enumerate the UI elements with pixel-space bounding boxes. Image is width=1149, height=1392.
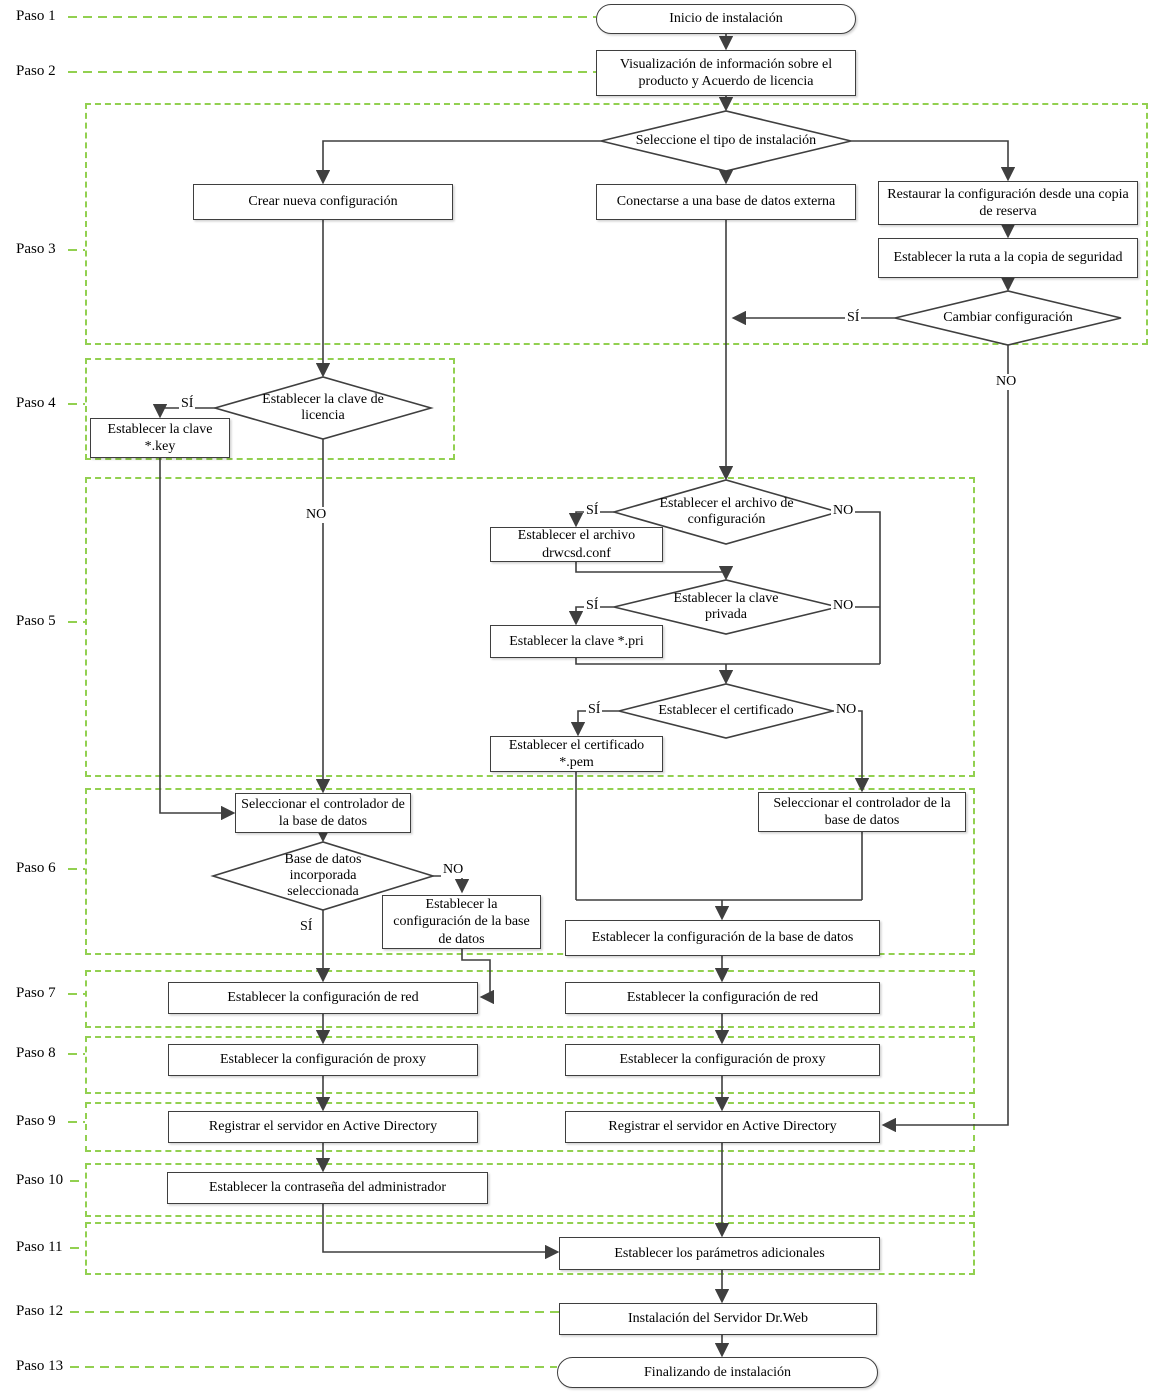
diamond-private-key-label: Establecer la clave privada	[673, 590, 779, 622]
edge-select-create	[315, 140, 601, 185]
group-step9-outline	[85, 1102, 975, 1152]
diamond-select-install-type-shape	[600, 110, 852, 172]
group-step3-outline	[85, 103, 1148, 345]
edge-certq-yes	[570, 710, 619, 737]
group-step11-outline	[85, 1222, 975, 1275]
node-backup-path: Establecer la ruta a la copia de segurid…	[878, 238, 1138, 278]
node-license-key-file: Establecer la clave *.key	[90, 418, 230, 458]
edge-configfileq-no	[838, 511, 881, 664]
diamond-embedded-db-label: Base de datos incorporada seleccionada	[284, 851, 362, 900]
step7-leader-line	[68, 993, 85, 995]
label-no-license-key: NO	[304, 507, 329, 523]
step5-leader-line	[68, 621, 85, 623]
label-yes-config-file: SÍ	[584, 503, 601, 519]
node-start: Inicio de instalación	[596, 4, 856, 34]
step-label-5: Paso 5	[16, 613, 56, 629]
step8-leader-line	[68, 1053, 85, 1055]
node-config-file: Establecer el archivo drwcsd.conf	[490, 527, 663, 562]
step-label-4: Paso 4	[16, 395, 56, 411]
label-yes-embedded-db: SÍ	[298, 919, 315, 935]
step-label-6: Paso 6	[16, 860, 56, 876]
step-label-12: Paso 12	[16, 1303, 64, 1319]
edge-changeq-no	[881, 345, 1009, 1133]
diamond-change-config-shape	[894, 290, 1122, 346]
group-step5-outline	[85, 477, 975, 777]
node-network-config-left: Establecer la configuración de red	[168, 982, 478, 1014]
step-label-1: Paso 1	[16, 8, 56, 24]
edge-keyfile-driver	[159, 458, 236, 821]
diamond-certificate-shape	[618, 683, 834, 739]
node-create-new-config: Crear nueva configuración	[193, 184, 453, 220]
node-connect-external-db: Conectarse a una base de datos externa	[596, 184, 856, 220]
node-select-db-driver-right: Seleccionar el controlador de la base de…	[758, 792, 966, 832]
edge-licenseq-yes	[152, 404, 215, 419]
node-proxy-config-left: Establecer la configuración de proxy	[168, 1044, 478, 1076]
label-yes-private-key: SÍ	[584, 598, 601, 614]
node-db-config-main: Establecer la configuración de la base d…	[565, 920, 880, 956]
node-register-ad-center: Registrar el servidor en Active Director…	[565, 1111, 880, 1143]
step-label-11: Paso 11	[16, 1239, 63, 1255]
edge-prifile-merge	[575, 658, 880, 665]
step-label-10: Paso 10	[16, 1172, 64, 1188]
group-step4-outline	[85, 358, 455, 460]
diamond-license-key-shape	[212, 376, 434, 440]
label-no-private-key: NO	[831, 598, 856, 614]
edge-configfile-privatekeyq	[575, 562, 734, 581]
group-step10-outline	[85, 1163, 975, 1217]
node-restore-backup: Restaurar la configuración desde una cop…	[878, 181, 1138, 225]
node-register-ad-left: Registrar el servidor en Active Director…	[168, 1111, 478, 1143]
node-product-info: Visualización de información sobre el pr…	[596, 50, 856, 96]
node-additional-params: Establecer los parámetros adicionales	[559, 1237, 880, 1270]
edge-certq-no	[833, 710, 870, 793]
group-step7-outline	[85, 970, 975, 1028]
node-proxy-config-center: Establecer la configuración de proxy	[565, 1044, 880, 1076]
step6-leader-line	[68, 868, 85, 870]
step13-leader-line	[70, 1366, 557, 1368]
node-select-db-driver-left: Seleccionar el controlador de la base de…	[235, 793, 411, 833]
step-label-7: Paso 7	[16, 985, 56, 1001]
step3-leader-line	[68, 249, 85, 251]
node-network-config-center: Establecer la configuración de red	[565, 982, 880, 1014]
node-db-config-branch: Establecer la configuración de la base d…	[382, 895, 541, 949]
edge-password-params	[322, 1204, 560, 1260]
label-no-change-config: NO	[994, 374, 1019, 390]
step-label-13: Paso 13	[16, 1358, 64, 1374]
diamond-certificate-label: Establecer el certificado	[658, 702, 794, 718]
edge-privatekeyq-yes	[568, 606, 614, 626]
step-label-3: Paso 3	[16, 241, 56, 257]
edge-configfileq-yes	[568, 511, 614, 528]
diamond-config-file-label: Establecer el archivo de configuración	[659, 495, 794, 527]
label-no-config-file: NO	[831, 503, 856, 519]
label-no-embedded-db: NO	[441, 862, 466, 878]
edge-select-restore	[851, 140, 1016, 182]
step12-leader-line	[70, 1311, 559, 1313]
node-certificate-file: Establecer el certificado *.pem	[490, 736, 663, 772]
label-yes-certificate: SÍ	[586, 702, 603, 718]
diamond-change-config-label: Cambiar configuración	[943, 309, 1073, 325]
step10-leader-line	[70, 1180, 85, 1182]
step-label-2: Paso 2	[16, 63, 56, 79]
diamond-select-install-type-label: Seleccione el tipo de instalación	[635, 132, 817, 148]
step4-leader-line	[68, 403, 85, 405]
label-no-certificate: NO	[834, 702, 859, 718]
label-yes-license-key: SÍ	[179, 396, 196, 412]
step-label-9: Paso 9	[16, 1113, 56, 1129]
diamond-license-key-label: Establecer la clave de licencia	[262, 391, 384, 423]
step11-leader-line	[70, 1247, 85, 1249]
edge-embeddedq-no	[433, 875, 470, 894]
step2-leader-line	[68, 71, 596, 73]
edge-dbconfigsmall-network	[461, 949, 494, 1005]
node-private-key-file: Establecer la clave *.pri	[490, 625, 663, 658]
node-finish: Finalizando de instalación	[557, 1357, 878, 1388]
step-label-8: Paso 8	[16, 1045, 56, 1061]
step9-leader-line	[68, 1121, 85, 1123]
diamond-embedded-db-shape	[210, 841, 436, 911]
group-step8-outline	[85, 1036, 975, 1094]
node-admin-password: Establecer la contraseña del administrad…	[167, 1172, 488, 1204]
group-step6-outline	[85, 788, 975, 955]
step1-leader-line	[68, 16, 596, 18]
node-install-server: Instalación del Servidor Dr.Web	[559, 1303, 877, 1335]
label-yes-change-config: SÍ	[845, 310, 862, 326]
